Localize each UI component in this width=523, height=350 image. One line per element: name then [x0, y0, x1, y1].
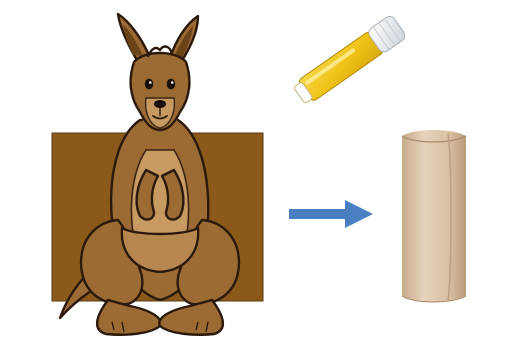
paper-roll-icon — [0, 0, 523, 350]
craft-instruction-scene — [0, 0, 523, 350]
